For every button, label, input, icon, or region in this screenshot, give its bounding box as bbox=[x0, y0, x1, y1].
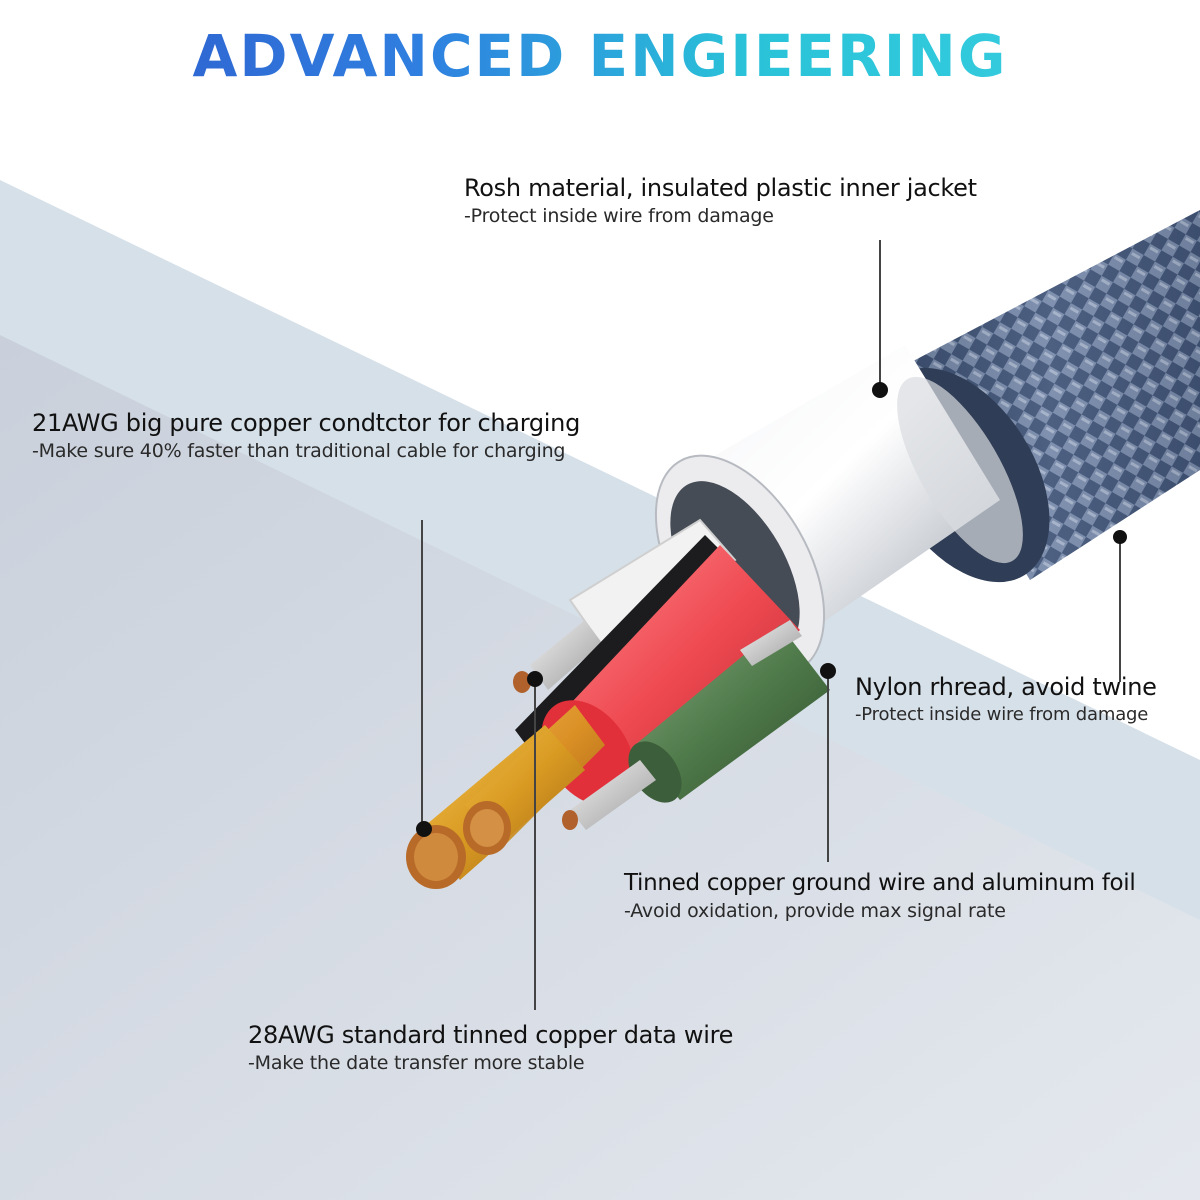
callout-inner-jacket: Rosh material, insulated plastic inner j… bbox=[464, 173, 977, 229]
callout-heading: Rosh material, insulated plastic inner j… bbox=[464, 174, 977, 202]
callout-subtext: -Make the date transfer more stable bbox=[248, 1052, 585, 1074]
dot-conductor bbox=[416, 821, 432, 837]
callout-subtext: -Protect inside wire from damage bbox=[464, 205, 774, 227]
callout-heading: Nylon rhread, avoid twine bbox=[855, 673, 1157, 701]
leader-dots bbox=[416, 382, 1127, 837]
dot-nylon bbox=[1113, 530, 1127, 544]
dot-data-wire bbox=[527, 671, 543, 687]
callout-nylon: Nylon rhread, avoid twine -Protect insid… bbox=[855, 672, 1157, 728]
callout-subtext: -Avoid oxidation, provide max signal rat… bbox=[624, 900, 1006, 922]
leader-lines bbox=[421, 240, 1121, 1010]
dot-inner-jacket bbox=[872, 382, 888, 398]
callout-data-wire: 28AWG standard tinned copper data wire -… bbox=[248, 1020, 733, 1076]
callout-subtext: -Make sure 40% faster than traditional c… bbox=[32, 440, 566, 462]
callout-ground-wire: Tinned copper ground wire and aluminum f… bbox=[624, 868, 1136, 924]
dot-ground-wire bbox=[820, 663, 836, 679]
page-title: ADVANCED ENGIEERING bbox=[0, 22, 1200, 90]
callout-conductor: 21AWG big pure copper condtctor for char… bbox=[32, 408, 580, 464]
callout-heading: Tinned copper ground wire and aluminum f… bbox=[624, 870, 1136, 896]
green-wire bbox=[562, 620, 830, 830]
callout-subtext: -Protect inside wire from damage bbox=[855, 704, 1149, 725]
callout-heading: 21AWG big pure copper condtctor for char… bbox=[32, 409, 581, 437]
callout-heading: 28AWG standard tinned copper data wire bbox=[248, 1021, 734, 1049]
